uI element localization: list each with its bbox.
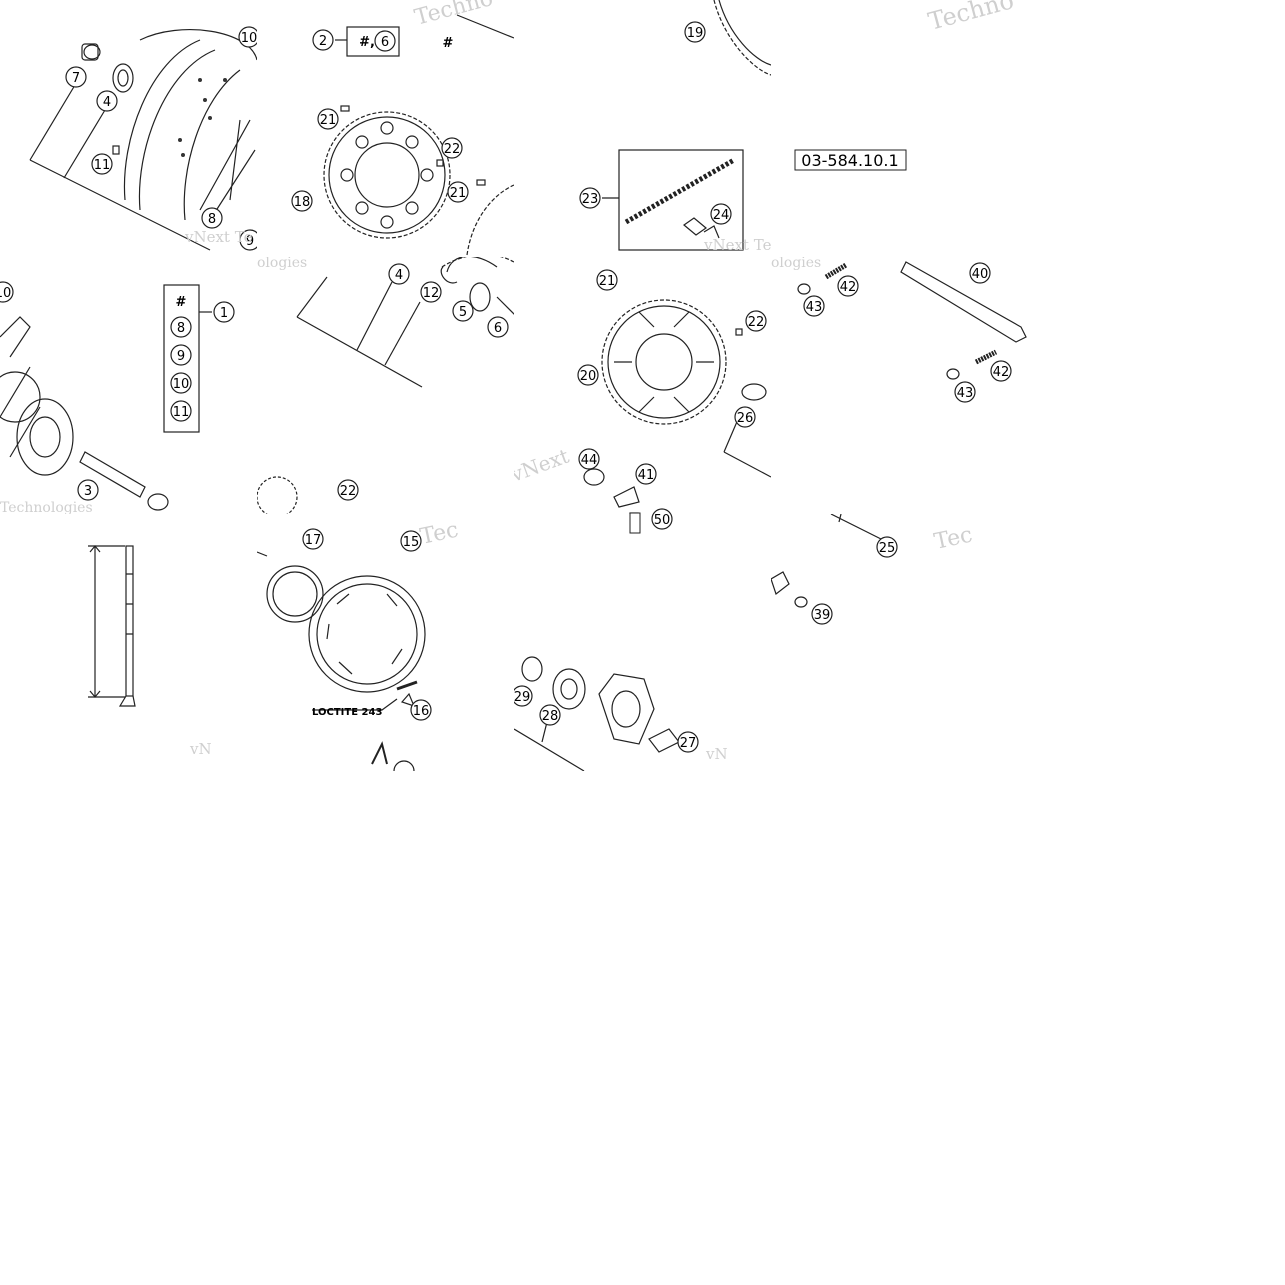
watermark-ologies: ologies <box>257 257 307 271</box>
group-8: 8 <box>177 321 185 336</box>
callout-22c: 22 <box>748 315 765 330</box>
tile-chain: 19 23 24 vNext Te <box>514 0 771 257</box>
callout-10: 10 <box>241 31 257 46</box>
tile-sprocket-20: 21 22 20 26 44 41 vNext <box>514 257 771 514</box>
watermark-vn-2: vN <box>705 745 728 763</box>
callout-4b: 4 <box>395 268 403 283</box>
callout-42: 42 <box>840 280 857 295</box>
callout-43b: 43 <box>957 386 974 401</box>
callout-15: 15 <box>403 535 420 550</box>
tile-brake-disc: 17 15 16 LOCTITE 243 Tec <box>257 514 514 771</box>
watermark-tec-2: Tec <box>932 522 975 554</box>
tile-loctite-tube: 50 <box>625 505 685 535</box>
callout-19: 19 <box>687 26 704 41</box>
kit-hash-label: #, <box>359 35 375 50</box>
callout-21b: 21 <box>450 186 467 201</box>
spacers-drawing: 4 12 5 6 22 ologies <box>257 257 514 514</box>
callout-27: 27 <box>680 736 697 751</box>
group-9: 9 <box>177 349 185 364</box>
callout-44: 44 <box>581 453 598 468</box>
callout-26: 26 <box>737 411 754 426</box>
callout-18: 18 <box>294 195 311 210</box>
tile-part-number: 03-584.10.1 Techno <box>771 0 1028 257</box>
rear-hub-drawing: 29 28 27 vN <box>514 656 728 771</box>
hash-label: # <box>443 36 454 51</box>
callout-10b: 10 <box>0 286 11 301</box>
callout-22b: 22 <box>340 484 357 499</box>
tile-spacers: 4 12 5 6 22 ologies <box>257 257 514 514</box>
sprocket-20-drawing: 21 22 20 26 44 41 vNext <box>514 269 771 514</box>
callout-29: 29 <box>514 690 530 705</box>
callout-6b: 6 <box>494 321 502 336</box>
tile-sprocket-18: 2 #, 6 # 21 22 18 21 Techno <box>257 0 514 257</box>
part-number-drawing: 03-584.10.1 Techno <box>794 0 1017 171</box>
group-hash: # <box>176 295 187 310</box>
callout-24: 24 <box>713 208 730 223</box>
hub-drawing: # 1 8 9 10 11 3 10 Technologies <box>0 281 235 514</box>
watermark-vnext-2: vNext Te <box>703 236 771 254</box>
callout-28: 28 <box>542 709 559 724</box>
group-10: 10 <box>173 377 190 392</box>
watermark-vnext: vNext Te <box>184 228 253 246</box>
callout-8: 8 <box>208 212 216 227</box>
loctite-tube-drawing: 50 <box>629 508 673 534</box>
tile-axle: 40 42 43 42 43 ologies <box>771 257 1028 514</box>
tile-hub: # 1 8 9 10 11 3 10 Technologies <box>0 257 257 514</box>
callout-41: 41 <box>638 468 655 483</box>
callout-23: 23 <box>582 192 599 207</box>
callout-7: 7 <box>72 71 80 86</box>
callout-4: 4 <box>103 95 111 110</box>
watermark-techno-2: Techno <box>925 0 1016 36</box>
callout-17: 17 <box>305 533 322 548</box>
tile-rim: 7 4 11 8 10 9 vNext Te <box>0 0 257 257</box>
callout-5: 5 <box>459 305 467 320</box>
callout-12: 12 <box>423 286 440 301</box>
callout-6: 6 <box>381 35 389 50</box>
loctite-label: LOCTITE 243 <box>312 707 382 718</box>
watermark-ologies-2: ologies <box>771 257 821 271</box>
spoke-drawing: vN <box>88 545 212 758</box>
callout-21: 21 <box>320 113 337 128</box>
callout-39: 39 <box>814 608 831 623</box>
callout-25: 25 <box>879 541 896 556</box>
watermark-next: vNext <box>514 444 572 487</box>
tile-rear-hub: 29 28 27 vN <box>514 514 771 771</box>
callout-9: 9 <box>246 234 254 249</box>
callout-50: 50 <box>654 513 671 528</box>
watermark-tec: Tec <box>418 517 461 549</box>
sprocket-18-drawing: 2 #, 6 # 21 22 18 21 Techno <box>291 0 514 256</box>
callout-40: 40 <box>972 267 989 282</box>
tile-adjuster: 25 39 Tec <box>771 514 1028 771</box>
rim-drawing: 7 4 11 8 10 9 vNext Te <box>29 26 257 251</box>
callout-2: 2 <box>319 34 327 49</box>
callout-22: 22 <box>444 142 461 157</box>
part-number: 03-584.10.1 <box>801 151 898 170</box>
watermark-technologies: Technologies <box>0 500 93 514</box>
chain-drawing: 19 23 24 vNext Te <box>579 0 771 254</box>
callout-3: 3 <box>84 484 92 499</box>
callout-42b: 42 <box>993 365 1010 380</box>
adjuster-drawing: 25 39 Tec <box>771 514 975 625</box>
callout-20: 20 <box>580 369 597 384</box>
callout-43: 43 <box>806 300 823 315</box>
tile-spoke: vN <box>0 514 257 771</box>
group-11: 11 <box>173 405 190 420</box>
callout-1: 1 <box>220 306 228 321</box>
callout-11: 11 <box>94 158 111 173</box>
axle-drawing: 40 42 43 42 43 ologies <box>771 257 1027 403</box>
watermark-vn: vN <box>189 740 212 758</box>
callout-21c: 21 <box>599 274 616 289</box>
callout-16: 16 <box>413 704 430 719</box>
brake-disc-drawing: 17 15 16 LOCTITE 243 Tec <box>257 517 461 771</box>
